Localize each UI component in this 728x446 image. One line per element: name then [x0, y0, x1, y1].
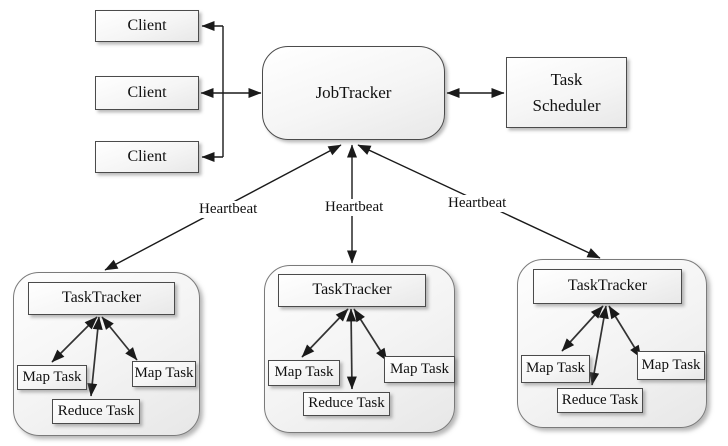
heartbeat-link-right	[357, 144, 601, 259]
arrow-tt1-maptask-left	[51, 316, 98, 363]
arrow-tt2-maptask-left	[301, 308, 349, 358]
arrow-tt3-maptask-right	[608, 305, 642, 359]
arrow-tt1-maptask-right	[101, 316, 138, 361]
arrow-tt3-maptask-left	[561, 305, 604, 352]
arrow-tt1-reducetask	[87, 316, 103, 397]
arrow-tt3-reducetask	[589, 305, 609, 386]
heartbeat-link-left	[104, 144, 342, 271]
arrow-tt2-maptask-right	[353, 308, 388, 362]
arrow-tt2-reducetask	[346, 308, 357, 390]
